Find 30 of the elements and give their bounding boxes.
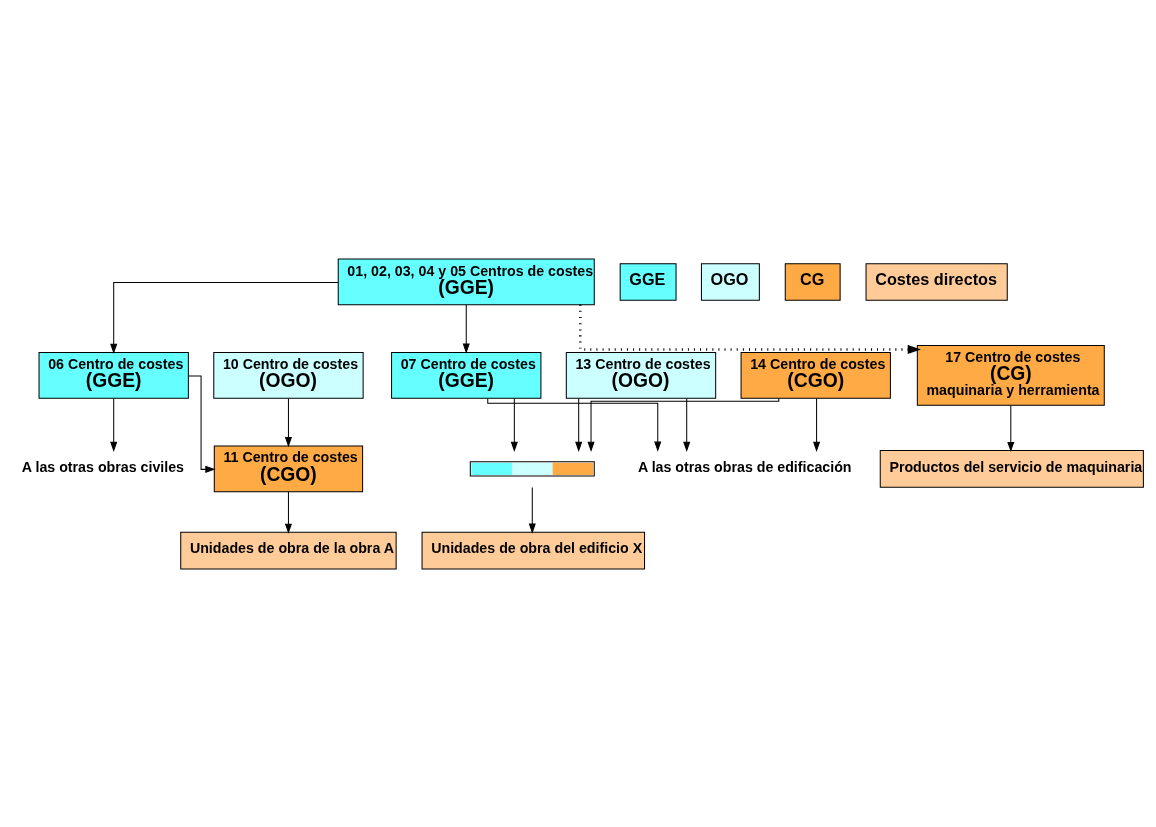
node-box: Unidades de obra de la obra A — [180, 531, 397, 569]
arrow — [528, 486, 536, 534]
arrow — [579, 304, 921, 354]
node-box: 06 Centro de costes (GGE) — [38, 351, 189, 399]
legend-label: CG — [799, 269, 825, 288]
node-text: A las otras obras civiles — [21, 458, 185, 475]
arrow — [575, 397, 583, 452]
arrow — [462, 304, 470, 354]
node-box: 10 Centro de costes (OGO) — [213, 351, 364, 399]
arrow — [110, 281, 339, 354]
arrow — [110, 397, 118, 452]
node-box: Productos del servicio de maquinaria — [879, 449, 1144, 488]
node-box: 14 Centro de costes (CGO) — [740, 351, 891, 399]
arrow — [587, 397, 780, 452]
arrow — [284, 397, 292, 447]
node-box: Unidades de obra del edificio X — [421, 531, 646, 569]
arrow — [510, 397, 518, 452]
legend-label: OGO — [710, 269, 749, 288]
node-box: 07 Centro de costes (GGE) — [391, 351, 542, 399]
node-box: 01, 02, 03, 04 y 05 Centros de costes (GGE) — [337, 258, 595, 305]
arrow — [284, 491, 292, 534]
arrow — [1007, 404, 1015, 452]
arrow — [813, 397, 821, 452]
arrow — [683, 397, 691, 452]
node-box: 13 Centro de costes (OGO) — [565, 351, 717, 399]
legend-label: Costes directos — [875, 269, 998, 288]
node-box: 11 Centro de costes (CGO) — [213, 445, 364, 492]
legend-label: GGE — [629, 269, 666, 288]
node-box: 17 Centro de costes (CG) maquinaria y herramienta — [916, 344, 1105, 406]
node-text: A las otras obras de edificación — [637, 458, 852, 475]
